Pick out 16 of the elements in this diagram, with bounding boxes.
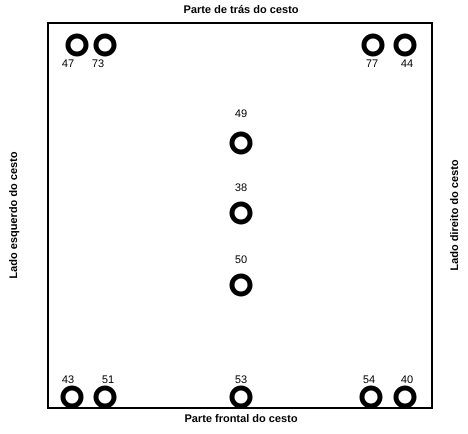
hole-number: 43: [62, 374, 74, 386]
hole-number: 51: [102, 374, 114, 386]
hole-number: 38: [234, 182, 248, 194]
hole-number: 77: [366, 58, 378, 70]
side-label: Parte de trás do cesto: [184, 4, 298, 16]
hole-number: 47: [62, 58, 74, 70]
hole-number: 44: [400, 58, 414, 70]
hole-number: 50: [234, 254, 248, 266]
hole-number: 49: [234, 108, 248, 120]
hole-number: 54: [362, 374, 376, 386]
hole-number: 73: [92, 58, 104, 70]
side-label: Lado direito do cesto: [449, 159, 461, 271]
side-label: Parte frontal do cesto: [184, 413, 298, 425]
hole-number: 53: [234, 374, 248, 386]
side-label: Lado esquerdo do cesto: [8, 151, 20, 279]
hole-number: 40: [400, 374, 414, 386]
